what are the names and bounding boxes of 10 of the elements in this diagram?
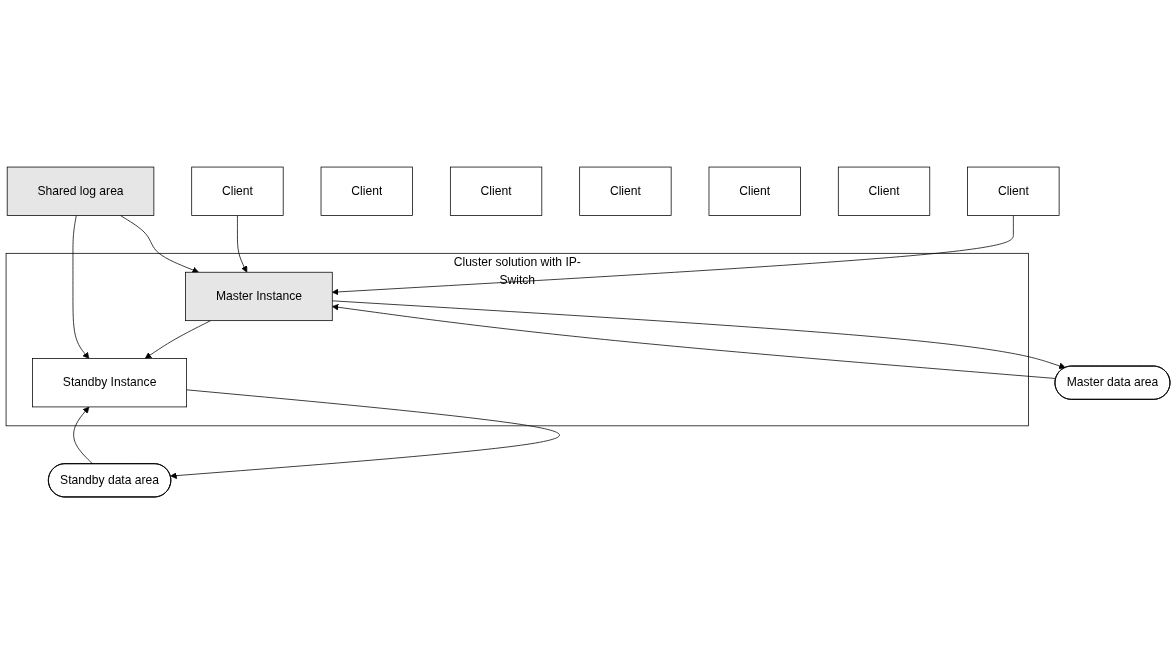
node-box: Client	[320, 166, 413, 216]
node-box: Shared log area	[6, 166, 155, 216]
node-box: Client	[967, 166, 1060, 216]
node-box: Master Instance	[185, 271, 333, 321]
node-box: Client	[837, 166, 931, 216]
node-box: Client	[191, 166, 284, 216]
node-box: Standby Instance	[32, 358, 187, 408]
node-box: Client	[449, 166, 543, 216]
node-box: Client	[579, 166, 672, 216]
node-box: Client	[708, 166, 801, 216]
